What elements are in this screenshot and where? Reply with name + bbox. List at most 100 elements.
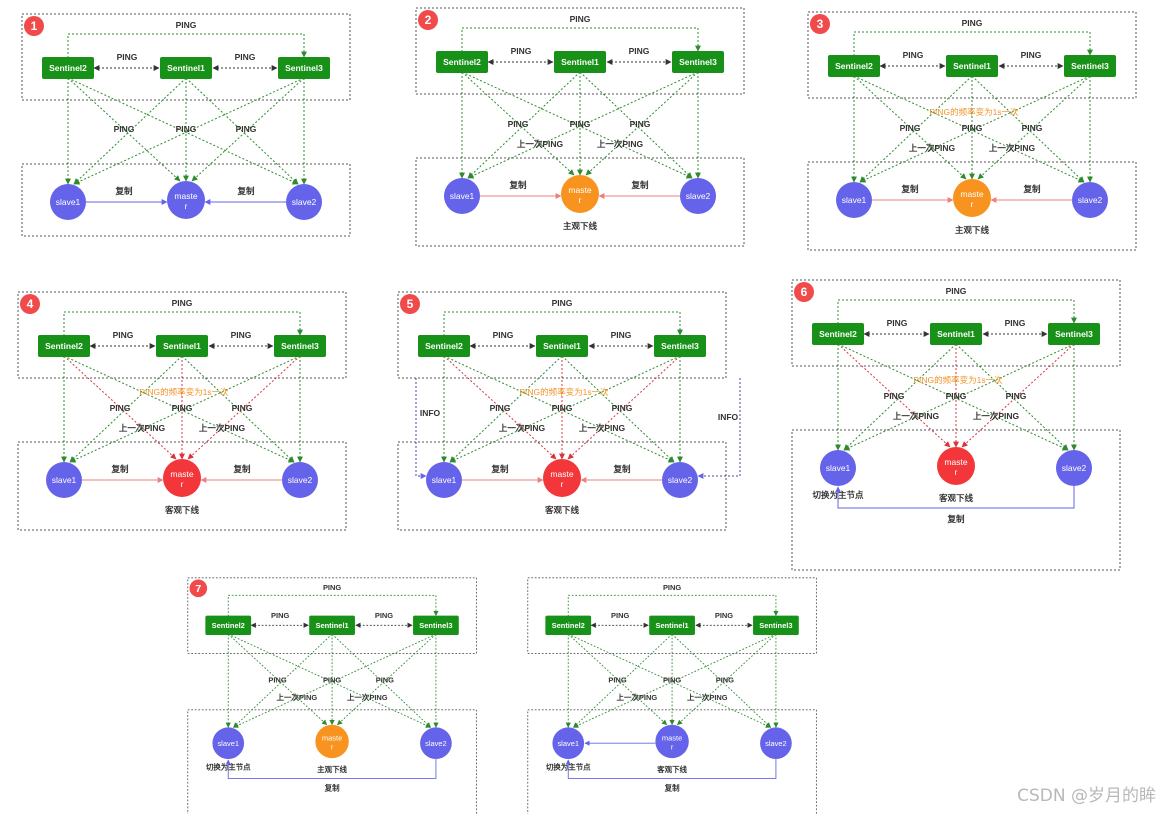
step-badge-number: 3 — [817, 17, 824, 31]
ping-label-left: PING — [114, 124, 135, 134]
step-badge — [400, 294, 420, 314]
ping-to-master — [63, 355, 177, 460]
ping-label-mid: PING — [172, 403, 193, 413]
master-state-note: 客观下线 — [656, 764, 687, 774]
step-badge — [810, 14, 830, 34]
master-label: maste — [550, 469, 573, 479]
sentinel2-label: Sentinel2 — [835, 61, 873, 71]
replicate-label-left: 复制 — [508, 180, 527, 190]
sentinel3-box — [1048, 323, 1100, 345]
ping-label-mid: PING — [962, 123, 983, 133]
master-label: maste — [322, 734, 342, 743]
slave2-label: slave2 — [668, 475, 693, 485]
step-badge-number: 4 — [27, 297, 34, 311]
ping-label-left: PING — [884, 391, 905, 401]
ping-label-right: PING — [716, 675, 734, 684]
step-badge — [794, 282, 814, 302]
replicate-slave2-to-slave1 — [565, 759, 777, 779]
ping-label-s1-s3: PING — [1005, 318, 1026, 328]
freq-change-label: PING的频率变为1s一次 — [913, 375, 1003, 385]
ping-to-slave2 — [671, 633, 772, 728]
slave1-node — [836, 182, 872, 218]
sentinel3-label: Sentinel3 — [1055, 329, 1093, 339]
replicate-slave2-to-slave1 — [835, 486, 1075, 509]
ping-link-s2-s3 — [67, 33, 307, 58]
sentinel2-label: Sentinel2 — [49, 63, 87, 73]
ping-to-slave2 — [579, 71, 693, 179]
sentinel2-label: Sentinel2 — [212, 621, 245, 630]
sentinel2-box — [205, 615, 252, 635]
ping-label-mid: PING — [946, 391, 967, 401]
sentinel3-box — [672, 51, 724, 73]
ping-label-right: PING — [376, 675, 394, 684]
ping-to-slave2 — [971, 75, 1085, 183]
ping-label-top: PING — [172, 298, 193, 308]
sentinel3-label: Sentinel3 — [285, 63, 323, 73]
ping-to-master — [567, 633, 668, 726]
slave1-node — [426, 462, 462, 498]
sentinel1-box — [156, 335, 208, 357]
master-state-note: 客观下线 — [544, 505, 580, 515]
freq-change-label: PING的频率变为1s一次 — [929, 107, 1019, 117]
slave1-node — [820, 450, 856, 486]
ping-label-left: PING — [608, 675, 626, 684]
master-state-note: 客观下线 — [938, 493, 974, 503]
master-label-cont: r — [185, 201, 188, 211]
ping-label-left: PING — [110, 403, 131, 413]
sentinel2-box — [42, 57, 94, 79]
ping-label-s2-s1: PING — [611, 611, 629, 620]
sentinel2-box — [38, 335, 90, 357]
sentinel3-label: Sentinel3 — [679, 57, 717, 67]
sentinel3-box — [1064, 55, 1116, 77]
last-ping-label-left: 上一次PING — [119, 423, 166, 433]
ping-label-top: PING — [663, 583, 681, 592]
master-label-cont: r — [671, 742, 674, 751]
ping-label-s1-s3: PING — [611, 330, 632, 340]
ping-link-s2-s3 — [63, 311, 303, 336]
slave1-node — [46, 462, 82, 498]
sentinel3-box — [278, 57, 330, 79]
ping-label-s1-s3: PING — [715, 611, 733, 620]
master-label-cont: r — [561, 479, 564, 489]
replicate-label-left: 复制 — [900, 184, 919, 194]
ping-to-slave2 — [185, 77, 299, 185]
ping-label-s1-s3: PING — [375, 611, 393, 620]
ping-label-s1-s3: PING — [1021, 50, 1042, 60]
replicate-label-bottom: 复制 — [946, 514, 965, 524]
slave1-label: slave1 — [217, 739, 239, 748]
ping-label-s2-s1: PING — [493, 330, 514, 340]
ping-label-right: PING — [612, 403, 633, 413]
slave1-label: slave1 — [450, 191, 475, 201]
slave2-label: slave2 — [765, 739, 787, 748]
switch-master-label: 切换为主节点 — [546, 762, 591, 772]
ping-to-master — [585, 71, 699, 176]
sentinel2-label: Sentinel2 — [819, 329, 857, 339]
last-ping-label-right: 上一次PING — [597, 139, 644, 149]
replicate-label-right: 复制 — [236, 186, 255, 196]
master-label: maste — [170, 469, 193, 479]
slave1-label: slave1 — [52, 475, 77, 485]
sentinel3-label: Sentinel3 — [759, 621, 792, 630]
sentinel2-box — [418, 335, 470, 357]
ping-label-top: PING — [176, 20, 197, 30]
sentinel1-label: Sentinel1 — [163, 341, 201, 351]
last-ping-label-left: 上一次PING — [277, 692, 318, 702]
ping-to-slave1 — [233, 633, 333, 728]
sentinel2-label: Sentinel2 — [443, 57, 481, 67]
ping-label-s1-s3: PING — [231, 330, 252, 340]
ping-to-master — [187, 355, 301, 460]
switch-master-label: 切换为主节点 — [206, 762, 251, 772]
ping-to-master — [67, 77, 181, 182]
step-badge-number: 6 — [801, 285, 808, 299]
ping-to-master — [961, 343, 1075, 448]
step-badge — [24, 16, 44, 36]
slave2-label: slave2 — [288, 475, 313, 485]
master-label: maste — [960, 189, 983, 199]
step-badge-number: 5 — [407, 297, 414, 311]
ping-link-s2-s3 — [443, 311, 683, 336]
master-state-note: 客观下线 — [164, 505, 200, 515]
